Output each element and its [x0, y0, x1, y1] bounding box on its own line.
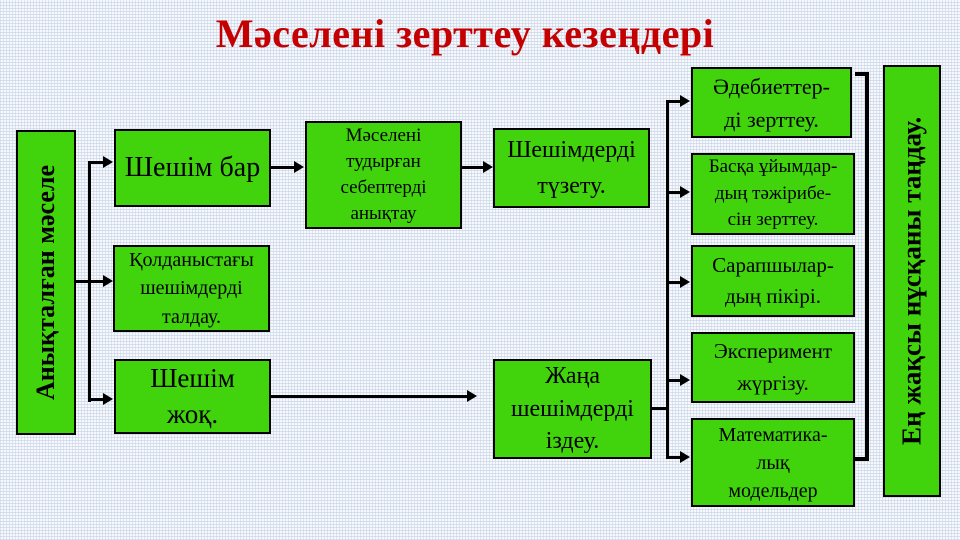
page-title: Мәселені зерттеу кезеңдері: [215, 11, 715, 56]
arrowhead-to-expert-opinion: [680, 276, 690, 288]
node-identified-problem: Анықталған мәселе: [16, 130, 76, 435]
connector-nosolution-to-searchnew: [271, 395, 468, 398]
arrowhead-to-analyze-existing: [103, 275, 113, 287]
connector-to-solution-exists: [91, 161, 104, 164]
connector-right-branch-vline: [666, 100, 669, 459]
node-study-other-orgs: Басқа ұйымдар- дың тәжірибе- сін зерттеу…: [691, 153, 855, 235]
connector-searchnew-stem: [652, 407, 668, 410]
connector-left-branch-vline: [88, 161, 91, 402]
arrowhead-to-no-solution: [103, 393, 113, 405]
bracket-vline: [865, 72, 869, 461]
node-search-new: Жаңа шешімдерді іздеу.: [493, 359, 652, 459]
arrowhead-causes-to-correct: [483, 161, 493, 173]
bracket-tick-top: [855, 72, 865, 76]
node-analyze-existing: Қолданыстағы шешімдерді талдау.: [113, 245, 270, 332]
node-study-literature: Әдебиеттер- ді зерттеу.: [691, 67, 852, 138]
connector-to-expert-opinion: [669, 281, 681, 284]
connector-to-study-literature: [669, 100, 681, 103]
node-math-models: Математика- лық модельдер: [691, 418, 855, 507]
bracket-tick-bottom: [855, 457, 865, 461]
connector-to-study-other-orgs: [669, 191, 681, 194]
node-correct-solutions: Шешімдерді түзету.: [493, 128, 650, 208]
connector-solution-to-causes: [271, 166, 295, 169]
node-run-experiment: Эксперимент жүргізу.: [691, 332, 855, 403]
arrowhead-solution-to-causes: [294, 161, 304, 173]
arrowhead-to-solution-exists: [103, 156, 113, 168]
connector-to-no-solution: [91, 398, 104, 401]
connector-to-math-models: [669, 456, 681, 459]
arrowhead-to-math-models: [680, 451, 690, 463]
connector-to-analyze-existing: [91, 280, 104, 283]
node-identify-causes: Мәселені тудырған себептерді анықтау: [305, 121, 462, 229]
connector-stem-identified-problem: [76, 280, 91, 283]
node-expert-opinion: Сарапшылар- дың пікірі.: [691, 245, 855, 317]
arrowhead-to-study-literature: [680, 95, 690, 107]
connector-causes-to-correct: [462, 166, 484, 169]
connector-to-run-experiment: [669, 379, 681, 382]
node-best-option: Ең жақсы нұсқаны таңдау.: [883, 65, 941, 497]
node-no-solution: Шешім жоқ.: [114, 359, 271, 434]
node-solution-exists: Шешім бар: [114, 129, 271, 207]
arrowhead-nosolution-to-searchnew: [467, 390, 477, 402]
arrowhead-to-run-experiment: [680, 374, 690, 386]
arrowhead-to-study-other-orgs: [680, 186, 690, 198]
